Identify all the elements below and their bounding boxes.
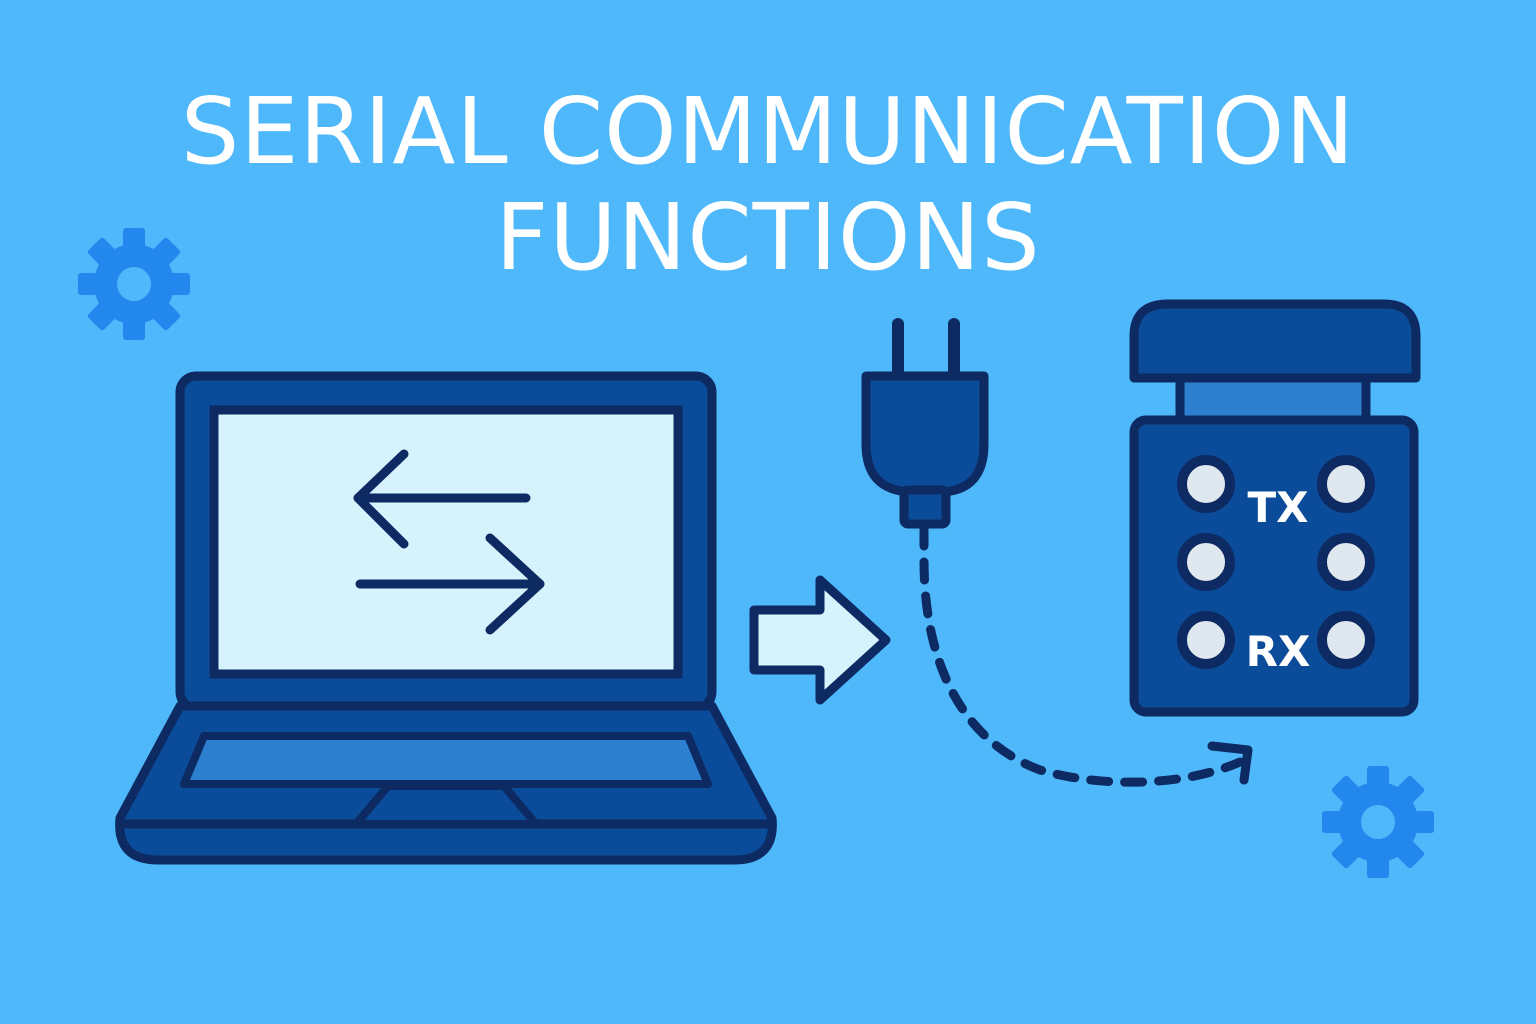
module-connector-neck xyxy=(1175,373,1371,427)
plug-neck xyxy=(899,485,951,529)
serial-module-icon: TX RX xyxy=(1129,299,1421,717)
pin xyxy=(1177,611,1235,669)
gear-icon xyxy=(1322,766,1434,878)
pin xyxy=(1317,611,1375,669)
page-title-line-2: FUNCTIONS xyxy=(495,184,1041,291)
pin xyxy=(1317,533,1375,591)
module-pins xyxy=(1177,455,1375,669)
rx-label: RX xyxy=(1246,627,1311,676)
cable-arrowhead xyxy=(1207,741,1253,785)
laptop-icon xyxy=(115,371,777,865)
plug-icon xyxy=(861,318,1253,787)
pin xyxy=(1317,455,1375,513)
laptop-screen xyxy=(209,405,683,679)
gear-icon xyxy=(78,228,190,340)
pin xyxy=(1177,533,1235,591)
laptop-keyboard xyxy=(180,732,712,788)
tx-label: TX xyxy=(1247,483,1308,532)
laptop-touchpad xyxy=(352,782,540,828)
pin xyxy=(1177,455,1235,513)
plug-body xyxy=(861,371,989,497)
bidirectional-arrows-icon xyxy=(353,449,545,635)
right-arrow-icon xyxy=(749,575,891,705)
plug-cable xyxy=(919,523,1245,787)
module-cap xyxy=(1129,299,1421,383)
page-title-line-1: SERIAL COMMUNICATION xyxy=(180,78,1356,185)
